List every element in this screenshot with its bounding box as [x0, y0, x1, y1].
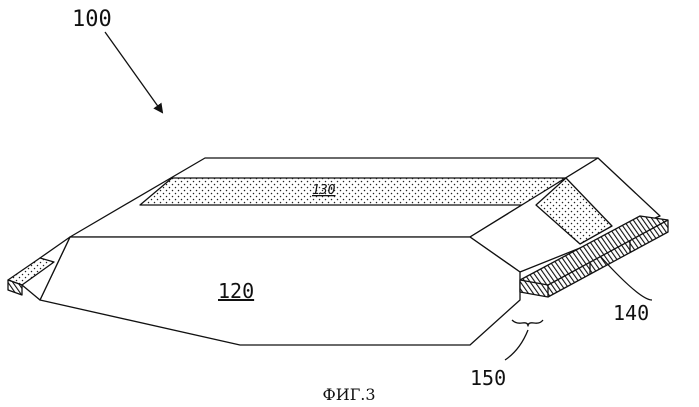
label-140: 140 — [613, 301, 649, 325]
top-dotted-band — [140, 178, 566, 205]
label-150: 150 — [470, 366, 506, 390]
leader-150 — [505, 330, 528, 360]
figure-caption: ФИГ.3 — [322, 385, 375, 404]
brace-150 — [512, 320, 543, 326]
arrow-100 — [105, 32, 162, 112]
label-120: 120 — [218, 279, 254, 303]
front-face — [40, 237, 520, 345]
label-100: 100 — [72, 7, 112, 32]
label-130: 130 — [312, 183, 336, 198]
